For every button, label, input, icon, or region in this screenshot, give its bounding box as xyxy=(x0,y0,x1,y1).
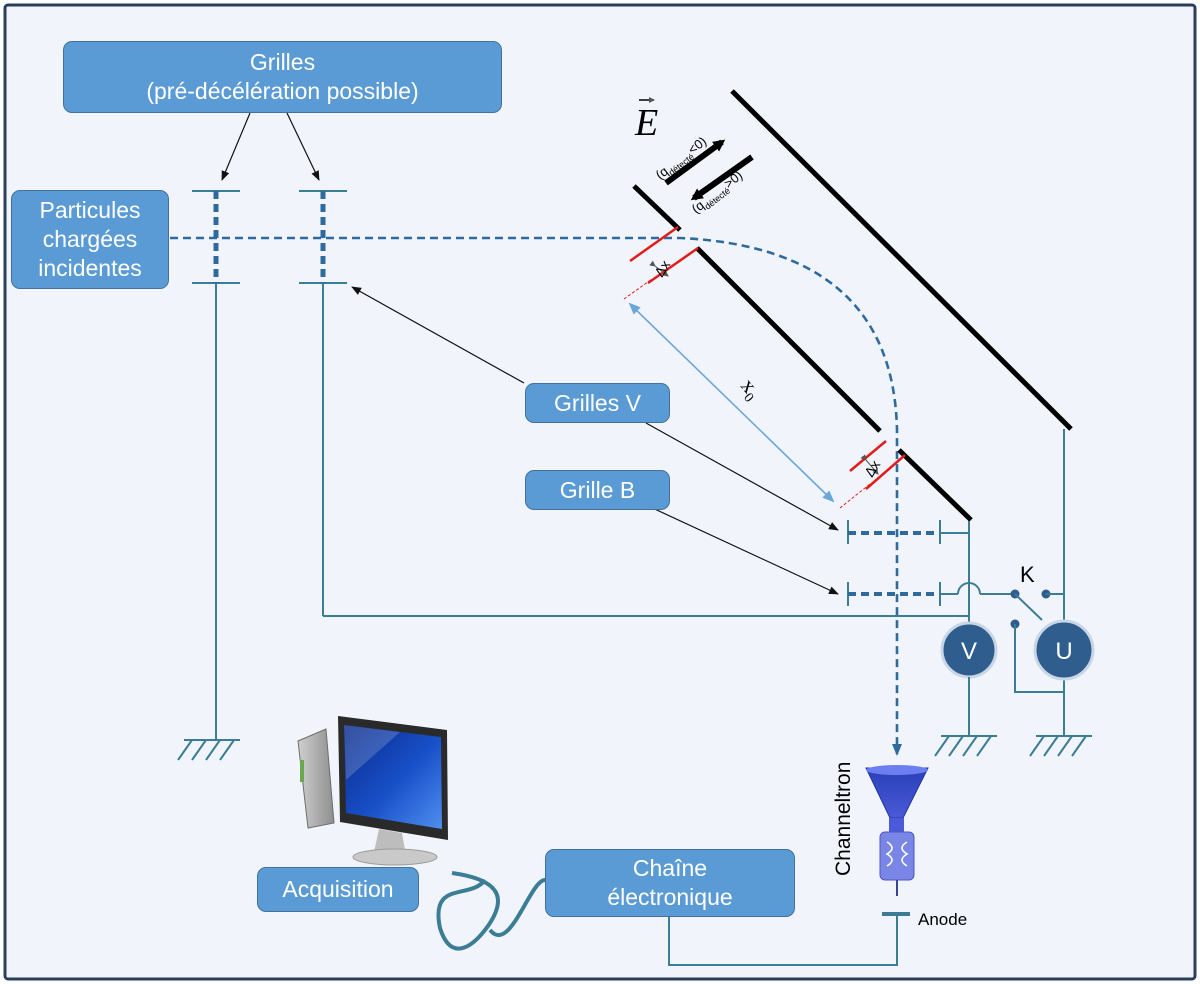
field-arrow-negative xyxy=(664,139,726,186)
computer-cable-link xyxy=(488,878,546,937)
grille-b-label-box: Grille B xyxy=(525,470,670,510)
particules-label-box: Particules chargées incidentes xyxy=(11,190,169,289)
pointer-grilles-v-to-lower xyxy=(645,422,839,531)
svg-text:Δx: Δx xyxy=(861,457,883,479)
ground-symbol-icon xyxy=(934,735,997,757)
delta-x-exit: Δx xyxy=(861,457,883,479)
grilles-v-text: Grilles V xyxy=(554,389,641,416)
x0-distance-arrow xyxy=(628,302,835,503)
ground-symbol-icon xyxy=(177,739,240,761)
anode-label: Anode xyxy=(918,910,967,929)
electric-field-symbol: E xyxy=(634,102,658,144)
meter-u-label: U xyxy=(1055,638,1072,665)
svg-text:Channeltron: Channeltron xyxy=(832,762,855,876)
particules-line-2: chargées xyxy=(42,226,138,252)
exit-slit xyxy=(839,440,906,509)
grilles-v-label-box: Grilles V xyxy=(525,383,670,423)
pointer-to-grid-1 xyxy=(221,112,251,181)
grilles-title: Grilles xyxy=(249,49,316,75)
grilles-subtitle: (pré-décélération possible) xyxy=(146,78,419,104)
grid-b-assembly xyxy=(847,582,1015,606)
inner-plate-bottom xyxy=(897,448,973,522)
pointer-grille-b xyxy=(645,504,839,595)
inner-plate-top xyxy=(632,184,682,232)
delta-x-entrance: Δx xyxy=(651,257,673,279)
switch-k-label: K xyxy=(1020,562,1035,587)
entrance-slit xyxy=(623,225,699,300)
pre-deceleration-grid-2 xyxy=(299,190,347,616)
computer-cable xyxy=(436,871,500,951)
grille-b-text: Grille B xyxy=(559,476,636,503)
field-arrow-positive xyxy=(690,154,754,201)
pointer-grilles-v-to-grid-2 xyxy=(351,286,525,384)
particle-trajectory xyxy=(170,236,902,756)
voltage-source-u xyxy=(1033,619,1095,681)
grilles-label-box: Grilles (pré-décélération possible) xyxy=(63,41,502,113)
pointer-to-grid-2 xyxy=(286,112,320,181)
acquisition-label-box: Acquisition xyxy=(257,867,419,912)
particules-line-3: incidentes xyxy=(38,255,142,281)
chaine-line-1: Chaîne xyxy=(632,855,708,881)
channeltron-icon xyxy=(865,765,929,896)
particules-line-1: Particules xyxy=(39,197,141,223)
channeltron-label: Channeltron xyxy=(832,762,855,876)
chaine-electronique-label-box: Chaîne électronique xyxy=(545,849,795,917)
svg-text:Δx: Δx xyxy=(651,257,673,279)
acquisition-text: Acquisition xyxy=(282,876,394,902)
chaine-line-2: électronique xyxy=(607,884,733,910)
computer-monitor-icon xyxy=(297,716,448,866)
meter-v-label: V xyxy=(961,638,977,665)
anode-wire xyxy=(668,912,898,966)
outer-plate xyxy=(730,89,1073,431)
ground-symbol-icon xyxy=(1029,735,1092,757)
